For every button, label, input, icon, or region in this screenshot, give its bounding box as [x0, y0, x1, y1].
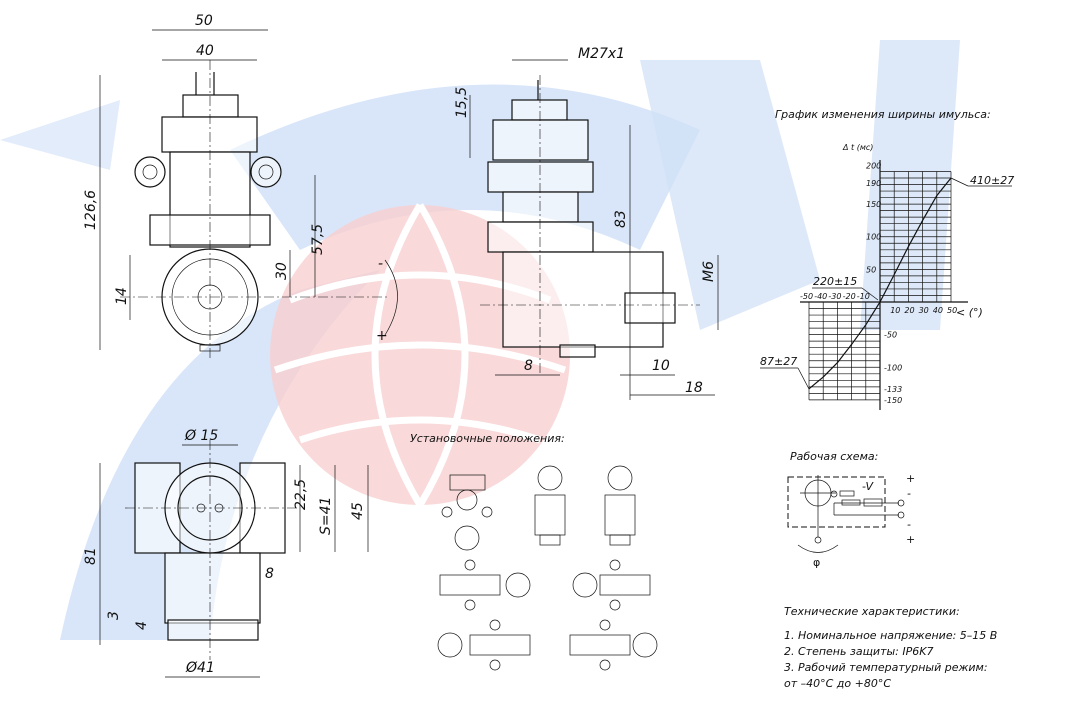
- plus-bottom: +: [906, 533, 915, 546]
- dim-126-6: 126,6: [83, 190, 99, 230]
- annotation-87: 87±27: [760, 355, 797, 368]
- dim-18: 18: [685, 380, 703, 396]
- dim-d15: Ø 15: [184, 428, 218, 444]
- x-tick-label: 40: [933, 306, 943, 315]
- front-view: 50 40 126,6 57,5 30 14: [83, 13, 390, 360]
- dim-45: 45: [350, 502, 366, 520]
- y-axis-label: Δ t (мс): [842, 143, 873, 152]
- y-tick-label: 50: [866, 265, 876, 274]
- x-tick-label: -50: [800, 292, 813, 301]
- spec-item: 3. Рабочий температурный режим:: [784, 661, 988, 674]
- y-tick-label: 200: [866, 161, 881, 170]
- dim-4: 4: [134, 621, 150, 630]
- installation-positions: Установочные положения:: [410, 432, 658, 671]
- tech-specs: Технические характеристики: 1. Номинальн…: [784, 605, 997, 690]
- installation-title: Установочные положения:: [410, 432, 565, 445]
- x-axis-label: < (°): [956, 306, 983, 319]
- annotation-410: 410±27: [970, 174, 1014, 187]
- pulse-width-chart: График изменения ширины имульса: Δ t (мс…: [760, 108, 1014, 410]
- dim-s41: S=41: [318, 497, 334, 535]
- dim-m6: M6: [701, 261, 717, 282]
- dim-14: 14: [114, 287, 130, 305]
- dim-22-5: 22,5: [293, 479, 309, 510]
- y-tick-label: -133: [884, 385, 902, 394]
- specs-title: Технические характеристики:: [784, 605, 960, 618]
- working-scheme: Рабочая схема: -V + - - + φ: [787, 450, 915, 569]
- x-tick-label: 30: [919, 306, 929, 315]
- dim-50: 50: [195, 13, 213, 29]
- y-tick-label: -150: [884, 396, 902, 405]
- dim-57-5: 57,5: [310, 224, 326, 255]
- angle-phi: φ: [813, 556, 820, 569]
- voltage-label: -V: [862, 480, 875, 493]
- dim-d41: Ø41: [185, 660, 215, 676]
- pulse-width-curve: [808, 177, 952, 390]
- side-view: M27x1 15,5 83 M6 8 10 18 - +: [376, 46, 719, 400]
- bottom-view: Ø 15 22,5 S=41 45 81 8 3 4 Ø41: [83, 428, 369, 678]
- dim-15-5: 15,5: [454, 87, 470, 118]
- rotation-plus: +: [376, 328, 388, 344]
- y-tick-label: -50: [884, 331, 897, 340]
- rotation-minus: -: [378, 256, 383, 272]
- x-tick-label: -30: [828, 292, 841, 301]
- annotation-220: 220±15: [813, 275, 857, 288]
- dim-8b: 8: [265, 566, 274, 582]
- x-tick-label: -20: [843, 292, 856, 301]
- x-tick-label: -40: [814, 292, 827, 301]
- x-tick-label: 10: [890, 306, 900, 315]
- dim-m27x1: M27x1: [578, 46, 625, 62]
- y-tick-label: 190: [866, 179, 881, 188]
- minus-bottom: -: [907, 518, 911, 531]
- minus-top: -: [907, 487, 911, 500]
- x-tick-label: -10: [857, 292, 870, 301]
- y-tick-label: -100: [884, 363, 902, 372]
- x-tick-label: 50: [947, 306, 957, 315]
- scheme-title: Рабочая схема:: [790, 450, 878, 463]
- dim-40: 40: [196, 43, 214, 59]
- dim-8: 8: [524, 358, 533, 374]
- dim-10: 10: [652, 358, 670, 374]
- chart-title: График изменения ширины имульса:: [775, 108, 991, 121]
- y-tick-label: 100: [866, 233, 881, 242]
- x-tick-label: 20: [904, 306, 914, 315]
- dim-81: 81: [83, 547, 99, 565]
- dim-3: 3: [106, 611, 122, 620]
- spec-item: 2. Степень защиты: IP6K7: [784, 645, 933, 658]
- dim-83: 83: [613, 210, 629, 228]
- dim-30: 30: [274, 262, 290, 280]
- y-tick-label: 150: [866, 200, 881, 209]
- plus-top: +: [906, 472, 915, 485]
- spec-item: 1. Номинальное напряжение: 5–15 В: [784, 629, 997, 642]
- spec-item: от –40°С до +80°С: [784, 677, 891, 690]
